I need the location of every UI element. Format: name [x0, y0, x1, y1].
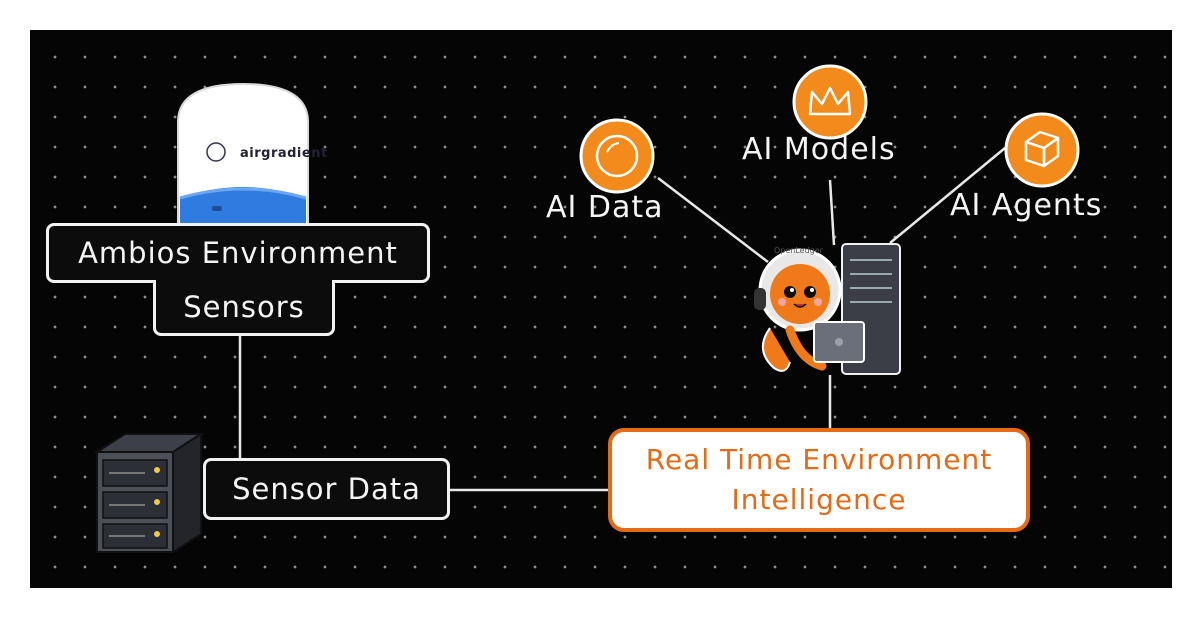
diagram-canvas: airgradient Ambios Environment Sensors S… — [30, 30, 1172, 588]
intelligence-line1: Real Time Environment — [645, 443, 993, 476]
cube-icon — [1024, 130, 1060, 168]
air-sensor-device — [177, 82, 309, 231]
mascot-with-server — [754, 243, 901, 375]
intelligence-line2: Intelligence — [731, 483, 907, 516]
ai-models-label: AI Models — [742, 132, 896, 167]
ai-agents-node — [1004, 112, 1080, 188]
server-icon — [93, 432, 205, 554]
ai-models-node — [792, 64, 868, 140]
sensors-label-line1: Ambios Environment — [46, 223, 430, 283]
ai-data-node — [579, 118, 655, 194]
sensor-brand-text: airgradient — [240, 146, 328, 161]
ai-agents-label: AI Agents — [950, 188, 1103, 223]
sensors-label-line2: Sensors — [153, 280, 335, 336]
real-time-intelligence-box: Real Time Environment Intelligence — [608, 428, 1030, 532]
ai-data-label: AI Data — [546, 190, 664, 225]
mascot-helmet-text: OpenLedger — [774, 246, 823, 255]
sensor-data-label: Sensor Data — [203, 458, 450, 520]
line-aidata-to-mascot — [657, 177, 769, 263]
sphere-icon — [595, 134, 639, 178]
crown-icon — [808, 86, 852, 116]
connector-lines — [238, 147, 1006, 492]
line-aimodels-to-mascot — [828, 179, 836, 246]
line-aiagents-to-server — [889, 147, 1006, 244]
